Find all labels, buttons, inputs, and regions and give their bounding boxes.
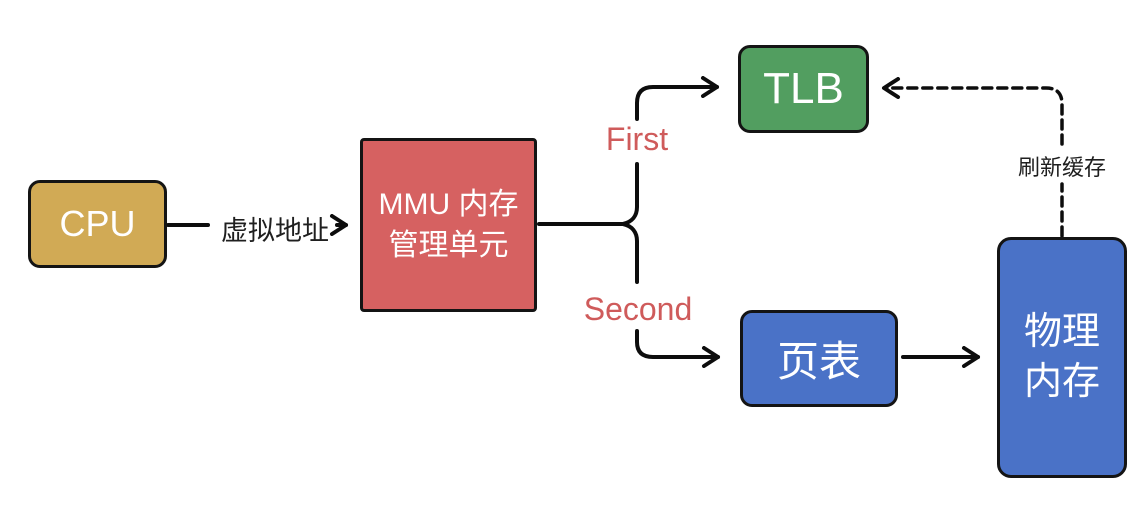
edge-branch-up-lower	[621, 162, 639, 226]
node-tlb: TLB	[738, 45, 869, 133]
edge-label-second: Second	[583, 291, 693, 327]
edge-refresh-to-tlb	[882, 77, 1064, 146]
edge-label-first: First	[605, 121, 669, 157]
node-page-table: 页表	[740, 310, 898, 407]
node-mmu: MMU 内存 管理单元	[360, 138, 537, 312]
edge-branch-down-upper	[621, 222, 639, 284]
edge-label-virtual-address: 虚拟地址	[221, 216, 329, 246]
node-cpu: CPU	[28, 180, 167, 268]
edge-label-refresh-cache: 刷新缓存	[1017, 155, 1106, 180]
node-physical-memory: 物理 内存	[997, 237, 1127, 478]
edge-second-to-pagetable	[635, 329, 720, 368]
edge-first-to-tlb	[635, 76, 719, 121]
